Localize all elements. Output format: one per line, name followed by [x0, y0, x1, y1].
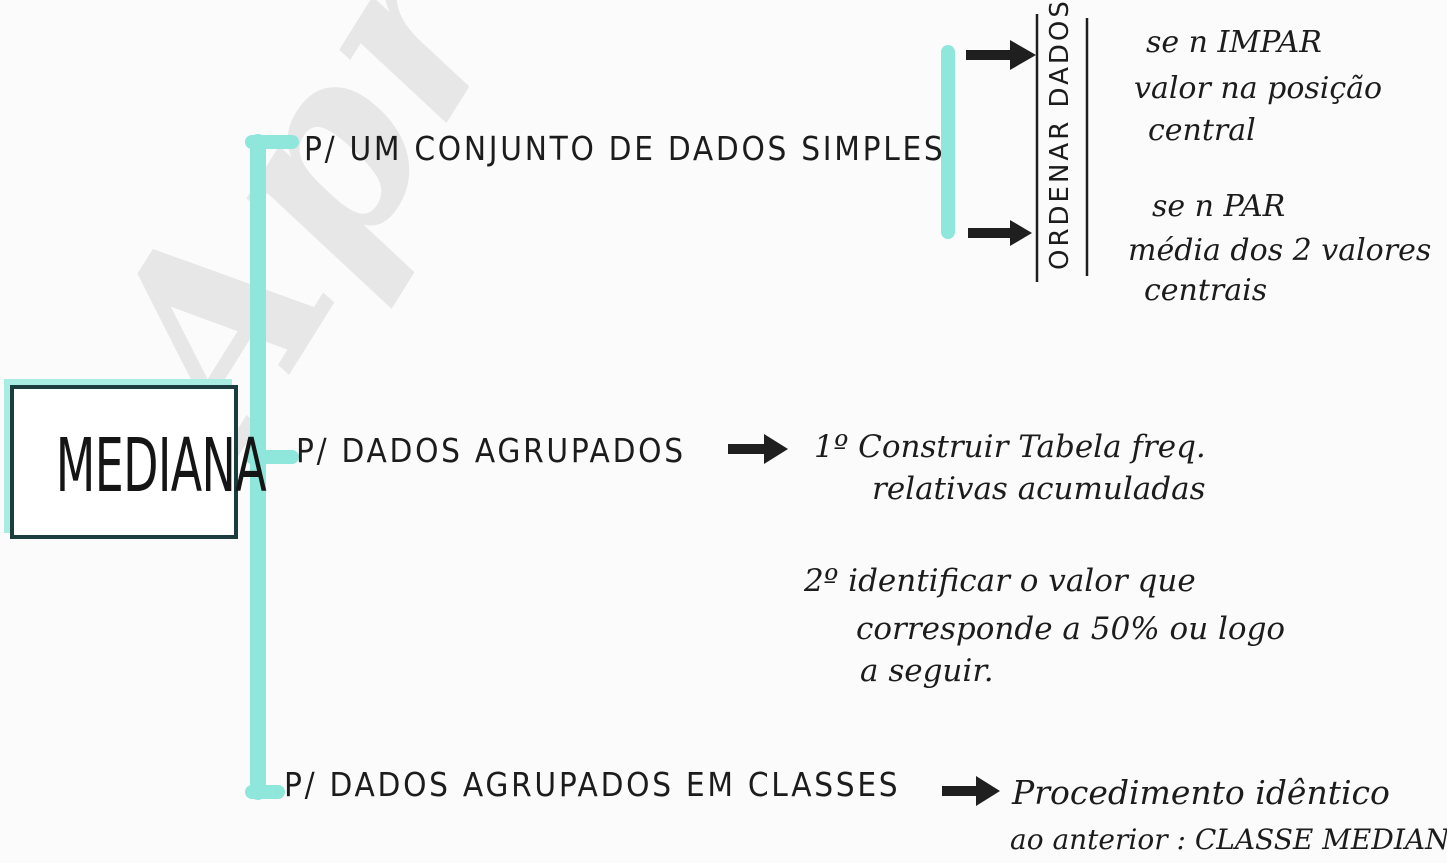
classes-result-line-2: ao anterior : CLASSE MEDIANA [1010, 823, 1447, 856]
odd-line-1: valor na posição [1134, 71, 1383, 106]
grouped-step2-line-2: corresponde a 50% ou logo [856, 611, 1286, 647]
even-line-2: centrais [1144, 273, 1268, 308]
central-node-label: MEDIANA [55, 423, 267, 509]
branch-label-simple: P/ UM CONJUNTO DE DADOS SIMPLES [304, 129, 946, 168]
arrow-grouped [728, 434, 788, 464]
grouped-step1-line-2: relativas acumuladas [872, 471, 1206, 507]
odd-line-2: central [1148, 113, 1256, 148]
odd-title: se n IMPAR [1146, 25, 1322, 60]
arrow-classes [942, 776, 1000, 806]
grouped-step2-line-1: 2º identificar o valor que [804, 563, 1196, 599]
grouped-step2-line-3: a seguir. [860, 653, 994, 689]
branch-label-classes: P/ DADOS AGRUPADOS EM CLASSES [284, 765, 901, 804]
arrow-even [968, 220, 1032, 246]
central-node-box: MEDIANA [10, 385, 267, 539]
step-label-ordenar: ORDENAR DADOS [1045, 0, 1075, 270]
even-line-1: média dos 2 valores [1128, 233, 1432, 268]
classes-result-line-1: Procedimento idêntico [1012, 773, 1390, 812]
arrow-odd [966, 40, 1036, 70]
even-title: se n PAR [1152, 189, 1286, 224]
branch-label-grouped: P/ DADOS AGRUPADOS [296, 431, 686, 470]
grouped-step1-line-1: 1º Construir Tabela freq. [814, 429, 1206, 465]
